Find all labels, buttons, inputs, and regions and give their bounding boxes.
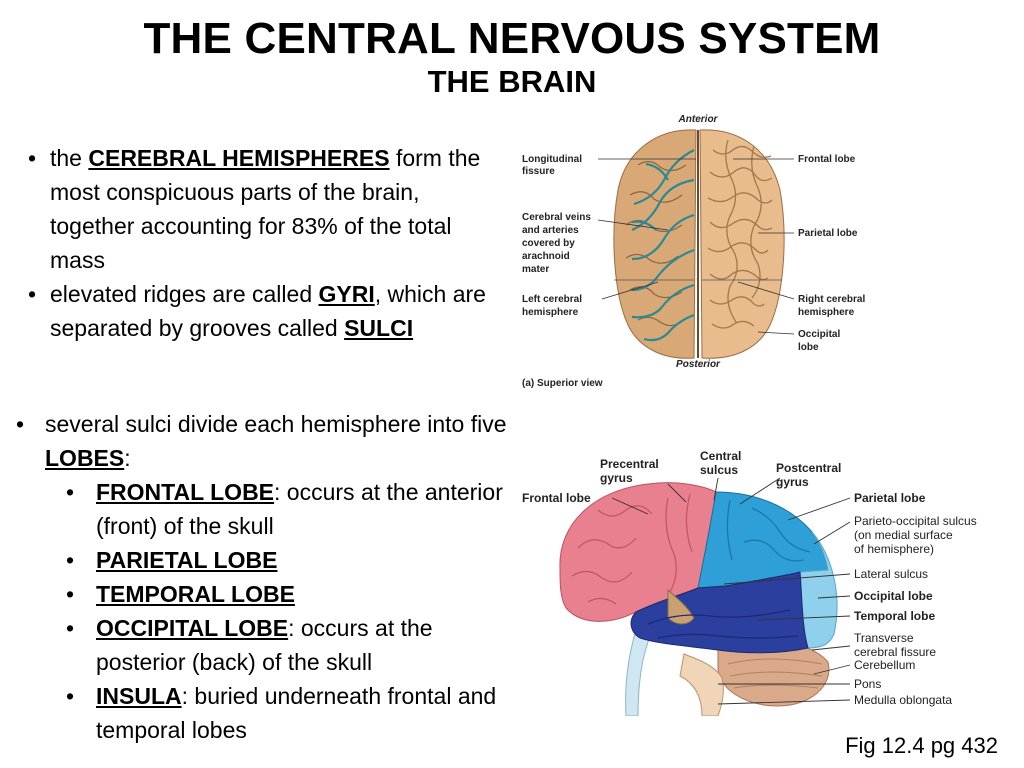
posterior-label: Posterior bbox=[676, 359, 721, 370]
brain-superior-view-figure: Anterior Longitudinal fissure bbox=[518, 110, 880, 400]
label-gyrus-pre: gyrus bbox=[600, 471, 633, 485]
superior-view-right-labels: Frontal lobe Parietal lobe Right cerebra… bbox=[798, 154, 865, 353]
bullet-icon: • bbox=[66, 683, 75, 709]
sub-bullet-item: • INSULA: buried underneath frontal and … bbox=[8, 679, 508, 747]
bullet-text: : occurs at the posterior (back) of the … bbox=[96, 615, 433, 675]
keyword-temporal-lobe: TEMPORAL LOBE bbox=[96, 581, 295, 607]
label-medial-surface: (on medial surface bbox=[854, 528, 953, 542]
label-frontal-lobe: Frontal lobe bbox=[798, 154, 856, 165]
slide-subtitle: THE BRAIN bbox=[427, 64, 597, 99]
superior-view-caption: (a) Superior view bbox=[522, 378, 603, 389]
keyword-lobes: LOBES bbox=[45, 445, 125, 471]
label-arachnoid: arachnoid bbox=[522, 251, 570, 262]
keyword-frontal-lobe: FRONTAL LOBE bbox=[96, 479, 275, 505]
temporal-gyri bbox=[647, 609, 799, 639]
bullet-icon: • bbox=[16, 411, 25, 437]
bullet-icon: • bbox=[66, 479, 75, 505]
label-occipital: Occipital bbox=[798, 329, 840, 340]
brain-lateral-view-figure: Precentral gyrus Central sulcus Postcent… bbox=[518, 448, 1010, 716]
label-parietal-lobe: Parietal lobe bbox=[798, 228, 858, 239]
temporal-lobe-shape bbox=[630, 571, 809, 654]
keyword-parietal-lobe: PARIETAL LOBE bbox=[96, 547, 278, 573]
label-and-arteries: and arteries bbox=[522, 225, 579, 236]
bullet-icon: • bbox=[28, 281, 37, 307]
figure-reference: Fig 12.4 pg 432 bbox=[845, 733, 998, 758]
label-frontal-lobe: Frontal lobe bbox=[522, 491, 591, 505]
sub-bullet-item: • PARIETAL LOBE bbox=[8, 543, 508, 577]
bullet-icon: • bbox=[66, 581, 75, 607]
bullet-item: • the CEREBRAL HEMISPHERES form the most… bbox=[14, 141, 494, 277]
label-right-cerebral: Right cerebral bbox=[798, 294, 865, 305]
anterior-label: Anterior bbox=[678, 114, 719, 125]
bullet-text: : buried underneath frontal and temporal… bbox=[96, 683, 497, 743]
label-lateral-sulcus: Lateral sulcus bbox=[854, 567, 928, 581]
bullet-list-lobes: • several sulci divide each hemisphere i… bbox=[8, 407, 508, 747]
label-cerebral-fissure: cerebral fissure bbox=[854, 645, 936, 659]
label-medulla: Medulla oblongata bbox=[854, 693, 952, 707]
bullet-item: • elevated ridges are called GYRI, which… bbox=[14, 277, 494, 345]
gyri-pattern bbox=[707, 139, 773, 329]
label-sulcus: sulcus bbox=[700, 463, 738, 477]
cerebellum-folia bbox=[727, 658, 823, 689]
label-transverse: Transverse bbox=[854, 631, 914, 645]
keyword-sulci: SULCI bbox=[344, 315, 414, 341]
spinal-nerve-shape bbox=[625, 623, 653, 716]
keyword-cerebral-hemispheres: CEREBRAL HEMISPHERES bbox=[88, 145, 390, 171]
sub-bullet-item: • TEMPORAL LOBE bbox=[8, 577, 508, 611]
label-cerebral-veins: Cerebral veins bbox=[522, 212, 591, 223]
label-postcentral: Postcentral bbox=[776, 461, 841, 475]
lateral-view-labels: Precentral gyrus Central sulcus Postcent… bbox=[522, 449, 977, 707]
label-mater: mater bbox=[522, 264, 549, 275]
cerebral-vessels bbox=[631, 149, 695, 342]
sub-bullet-item: • OCCIPITAL LOBE: occurs at the posterio… bbox=[8, 611, 508, 679]
label-of-hemisphere: of hemisphere) bbox=[854, 542, 934, 556]
lateral-leader-lines bbox=[611, 477, 851, 705]
label-fissure: fissure bbox=[522, 166, 555, 177]
bullet-text: several sulci divide each hemisphere int… bbox=[45, 411, 507, 437]
label-cerebellum: Cerebellum bbox=[854, 658, 915, 672]
label-parieto-occipital: Parieto-occipital sulcus bbox=[854, 514, 977, 528]
bullet-text: : bbox=[124, 445, 131, 471]
bullet-icon: • bbox=[28, 145, 37, 171]
bullet-icon: • bbox=[66, 547, 75, 573]
lobe-sub-list: • FRONTAL LOBE: occurs at the anterior (… bbox=[8, 475, 508, 747]
bullet-text: , which are separated by grooves called bbox=[50, 281, 486, 341]
label-occipital-lobe: Occipital lobe bbox=[854, 589, 933, 603]
bullet-text: elevated ridges are called bbox=[50, 281, 319, 307]
sub-bullet-item: • FRONTAL LOBE: occurs at the anterior (… bbox=[8, 475, 508, 543]
bullet-text: the bbox=[50, 145, 89, 171]
label-longitudinal: Longitudinal bbox=[522, 154, 582, 165]
label-precentral: Precentral bbox=[600, 457, 659, 471]
label-central: Central bbox=[700, 449, 741, 463]
label-temporal-lobe: Temporal lobe bbox=[854, 609, 935, 623]
bullet-text: : occurs at the anterior (front) of the … bbox=[96, 479, 503, 539]
brainstem-shape bbox=[679, 653, 724, 716]
bullet-list-hemispheres: • the CEREBRAL HEMISPHERES form the most… bbox=[14, 141, 494, 345]
label-left-cerebral: Left cerebral bbox=[522, 294, 582, 305]
label-pons: Pons bbox=[854, 677, 881, 691]
label-hemisphere-right: hemisphere bbox=[798, 307, 855, 318]
keyword-gyri: GYRI bbox=[318, 281, 375, 307]
label-parietal-lobe: Parietal lobe bbox=[854, 491, 926, 505]
bullet-icon: • bbox=[66, 615, 75, 641]
label-covered-by: covered by bbox=[522, 238, 575, 249]
bullet-item: • several sulci divide each hemisphere i… bbox=[8, 407, 508, 475]
superior-view-left-labels: Longitudinal fissure Cerebral veins and … bbox=[522, 154, 591, 318]
sub-list-container: • FRONTAL LOBE: occurs at the anterior (… bbox=[8, 475, 508, 747]
slide-title: THE CENTRAL NERVOUS SYSTEM bbox=[143, 14, 881, 63]
right-hemisphere-shape bbox=[699, 129, 785, 359]
superior-leader-lines bbox=[597, 158, 795, 335]
parietal-gyri bbox=[726, 499, 811, 562]
bullet-text: form the most conspicuous parts of the b… bbox=[50, 145, 481, 273]
label-hemisphere-left: hemisphere bbox=[522, 307, 579, 318]
frontal-gyri bbox=[571, 493, 693, 605]
keyword-occipital-lobe: OCCIPITAL LOBE bbox=[96, 615, 289, 641]
label-gyrus-post: gyrus bbox=[776, 475, 809, 489]
label-lobe: lobe bbox=[798, 342, 819, 353]
keyword-insula: INSULA bbox=[96, 683, 182, 709]
